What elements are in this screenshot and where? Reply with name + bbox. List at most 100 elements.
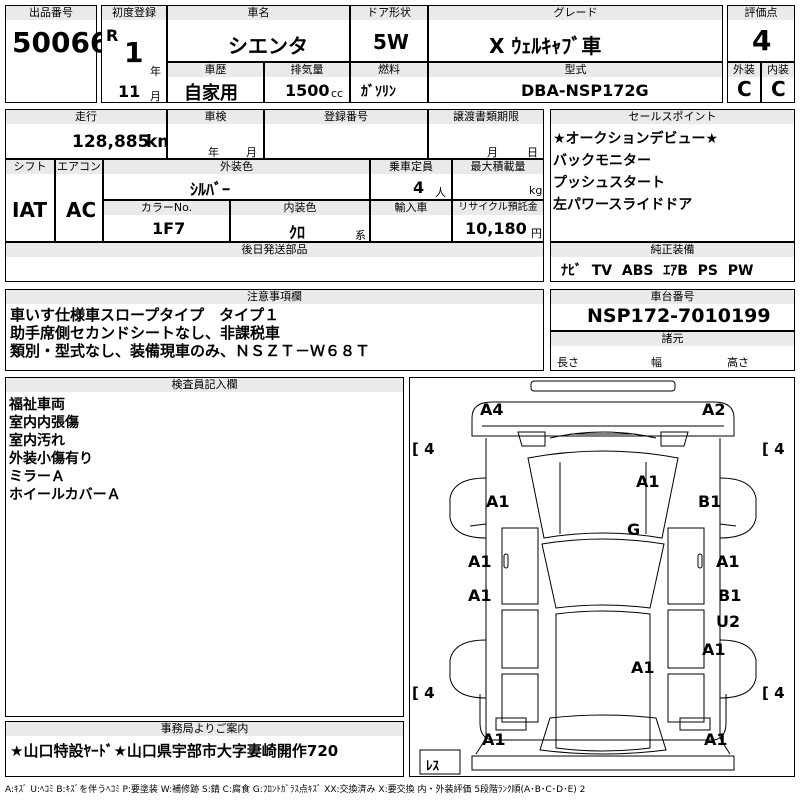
sales-points-label: セールスポイント: [551, 110, 794, 124]
year-num: 1: [124, 36, 144, 69]
car-name: シエンタ: [228, 34, 308, 58]
load-label: 最大積載量: [453, 160, 543, 174]
exterior-label: 外装: [728, 63, 760, 77]
int-color: ｸﾛ: [289, 223, 306, 242]
notes-label: 注意事項欄: [6, 290, 543, 304]
sales-point-item: プッシュスタート: [553, 175, 665, 191]
month-num: 11: [118, 82, 141, 101]
fuel-label: 燃料: [351, 63, 427, 77]
color-label: 外装色: [104, 160, 369, 174]
mark-u2-right: U2: [716, 612, 741, 631]
color: ｼﾙﾊﾞｰ: [190, 180, 231, 199]
vehicle-diagram: A4 A2 A1 A1 B1 G A1 A1 A1 B1 U2 A1 A1 A1…: [409, 377, 795, 777]
legend: A:ｷｽﾞ U:ﾍｺﾐ B:ｷｽﾞを伴うﾍｺﾐ P:要塗装 W:補修跡 S:錆 …: [5, 785, 586, 795]
mark-a4: A4: [480, 400, 504, 419]
reg-no-label: 登録番号: [265, 110, 427, 124]
displacement-unit: cc: [331, 87, 344, 100]
transfer-month-unit: 月: [487, 146, 498, 159]
inspector-line: 外装小傷有り: [9, 451, 93, 467]
fuel: ｶﾞｿﾘﾝ: [361, 84, 396, 100]
displacement: 1500: [285, 81, 330, 100]
spare: ﾚｽ: [426, 759, 439, 774]
inspector-label: 検査員記入欄: [6, 378, 403, 392]
recycle: 10,180: [465, 219, 527, 238]
lot-no-label: 出品番号: [6, 6, 96, 20]
chassis-no: NSP172-7010199: [587, 305, 771, 327]
sales-point-item: 左パワースライドドア: [553, 197, 693, 213]
width-label: 幅: [651, 356, 662, 369]
month-unit: 月: [150, 90, 161, 103]
height-label: 高さ: [727, 356, 749, 369]
transfer-label: 譲渡書類期限: [429, 110, 543, 124]
shift: IAT: [12, 198, 48, 222]
inspection-cell: 車検 年 月: [167, 109, 264, 159]
shift-label: シフト: [6, 160, 54, 174]
equipment: ﾅﾋﾞ TV ABS ｴｱB PS PW: [561, 263, 754, 279]
mileage-label: 走行: [6, 110, 166, 124]
era: R: [106, 26, 119, 45]
int-color-label: 内装色: [231, 201, 369, 215]
mark-a1-right-mid: A1: [716, 552, 740, 571]
tire-rl-bracket: [ 4: [412, 684, 435, 702]
first-reg-cell: 初度登録 R 1 年 11 月: [101, 5, 167, 103]
recycle-cell: リサイクル預託金 10,180 円: [452, 200, 544, 242]
sales-point-item: バックモニター: [553, 153, 651, 169]
chassis-cell: 車台番号 NSP172-7010199: [550, 289, 795, 331]
office-text: ★山口特設ﾔｰﾄﾞ★山口県宇部市大字妻崎開作720: [10, 742, 339, 760]
score-label: 評価点: [728, 6, 794, 20]
inspector-line: 室内内張傷: [9, 415, 79, 431]
door-label: ドア形状: [351, 6, 427, 20]
interior-label: 内装: [762, 63, 794, 77]
tire-fl-bracket: [ 4: [412, 440, 435, 458]
history-label: 車歴: [168, 63, 263, 77]
notes-cell: 注意事項欄 車いす仕様車スロープタイプ タイプ１ 助手席側セカンドシートなし、非…: [5, 289, 544, 371]
exterior: C: [737, 77, 752, 101]
mileage-cell: 走行 128,885 km: [5, 109, 175, 159]
displacement-cell: 排気量 1500 cc: [264, 62, 350, 103]
capacity-unit: 人: [435, 186, 446, 199]
dims-label: 諸元: [551, 332, 794, 346]
mark-a1-rear-glass: A1: [631, 658, 655, 677]
fuel-cell: 燃料 ｶﾞｿﾘﾝ: [350, 62, 428, 103]
import-label: 輸入車: [371, 201, 451, 215]
model-label: 型式: [429, 63, 722, 77]
inspector-line: 福祉車両: [9, 397, 65, 413]
notes-line: 助手席側セカンドシートなし、非課税車: [10, 324, 281, 342]
mark-a1-left-rear: A1: [468, 586, 492, 605]
tire-fl: 4: [424, 440, 435, 458]
inspector-line: ホイールカバーＡ: [9, 487, 121, 503]
capacity: 4: [413, 178, 425, 197]
notes-line: 車いす仕様車スロープタイプ タイプ１: [10, 306, 280, 324]
first-reg-label: 初度登録: [102, 6, 166, 20]
ac-cell: エアコン AC: [55, 159, 103, 242]
inspection-label: 車検: [168, 110, 263, 124]
inspector-line: ミラーＡ: [9, 469, 65, 485]
inspector-line: 室内汚れ: [9, 433, 65, 449]
int-color-unit: 系: [355, 229, 366, 242]
mark-a1-left-front: A1: [486, 492, 510, 511]
grade-cell: グレード X ｳｪﾙｷｬﾌﾞ車: [428, 5, 723, 62]
door: 5W: [373, 30, 409, 54]
tire-fr-bracket: [ 4: [762, 440, 785, 458]
transfer-day-unit: 日: [527, 146, 538, 159]
ac-label: エアコン: [56, 160, 102, 174]
dims-cell: 諸元 長さ 幅 高さ: [550, 331, 795, 371]
mark-b1-right-front: B1: [698, 492, 722, 511]
grade: X ｳｪﾙｷｬﾌﾞ車: [489, 34, 602, 58]
mark-a1-rear-right: A1: [704, 730, 728, 749]
car-name-label: 車名: [168, 6, 349, 20]
displacement-label: 排気量: [265, 63, 349, 77]
sales-points-cell: セールスポイント ★オークションデビュー★ バックモニター プッシュスタート 左…: [550, 109, 795, 242]
mark-a1-hood: A1: [636, 472, 660, 491]
mileage: 128,885: [72, 132, 150, 152]
lot-no-cell: 出品番号 50066: [5, 5, 109, 103]
tire-rl: 4: [424, 684, 435, 702]
model-cell: 型式 DBA-NSP172G: [428, 62, 723, 103]
load-cell: 最大積載量 kg: [452, 159, 544, 200]
interior: C: [771, 77, 786, 101]
recycle-label: リサイクル預託金: [453, 201, 543, 215]
color-cell: 外装色 ｼﾙﾊﾞｰ: [103, 159, 370, 200]
score-cell: 評価点 4: [727, 5, 795, 62]
sales-point-item: ★オークションデビュー★: [553, 131, 719, 147]
tire-fr: 4: [774, 440, 785, 458]
